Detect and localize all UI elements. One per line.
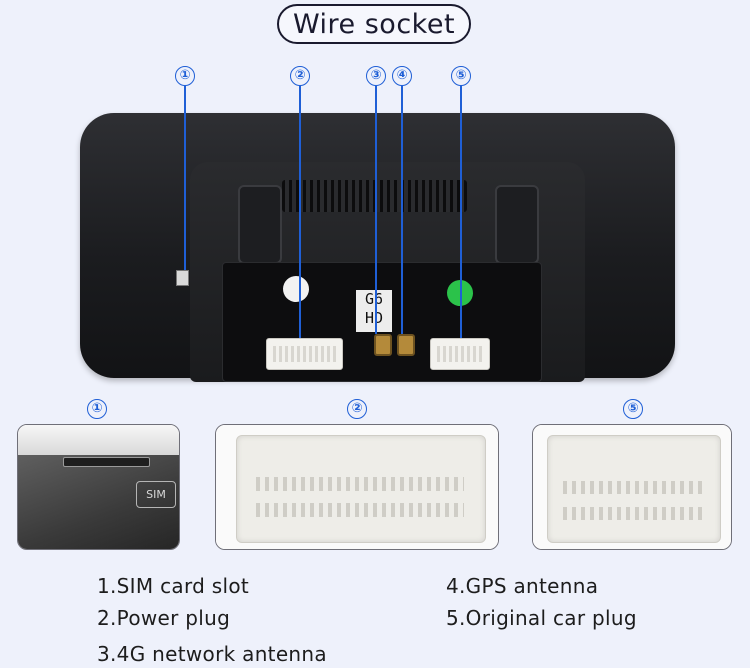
- power-plug-closeup: [215, 424, 499, 550]
- power-plug-pins-row-1: [256, 477, 464, 491]
- 4g-antenna-connector: [374, 334, 392, 356]
- closeup-housing: [18, 455, 179, 549]
- original-car-plug-socket: [430, 338, 490, 370]
- power-plug-socket: [266, 338, 343, 370]
- model-badge: G6 HD: [356, 290, 392, 332]
- legend-item-1: 1.SIM card slot: [97, 574, 250, 598]
- page-title: Wire socket: [277, 4, 471, 44]
- detail-callout-1: ①: [87, 399, 107, 419]
- sim-card-slot: [176, 270, 189, 286]
- callout-5: ⑤: [451, 66, 471, 86]
- detail-callout-2: ②: [347, 399, 367, 419]
- model-badge-line2: HD: [364, 309, 384, 327]
- callout-1: ①: [175, 66, 195, 86]
- legend-item-2: 2.Power plug: [97, 606, 231, 630]
- leader-line-3: [375, 86, 377, 334]
- leader-line-5: [460, 86, 462, 338]
- power-plug-pins-row-2: [256, 503, 464, 517]
- callout-4: ④: [392, 66, 412, 86]
- leader-line-4: [401, 86, 403, 334]
- callout-2: ②: [290, 66, 310, 86]
- legend-item-5: 5.Original car plug: [446, 606, 637, 630]
- gps-antenna-connector: [397, 334, 415, 356]
- mount-bracket-left: [238, 185, 282, 264]
- sim-slot-closeup: SIM: [17, 424, 180, 550]
- original-car-plug-closeup: [532, 424, 732, 550]
- leader-line-1: [184, 86, 186, 270]
- vent-grille: [282, 180, 467, 212]
- closeup-slot-opening: [63, 457, 150, 467]
- car-plug-pins-row-2: [563, 507, 703, 520]
- legend-item-4: 4.GPS antenna: [446, 574, 599, 598]
- closeup-bezel-top: [18, 425, 179, 455]
- model-badge-line1: G6: [364, 290, 384, 308]
- legend-item-3: 3.4G network antenna: [97, 642, 327, 666]
- mount-bracket-right: [495, 185, 539, 264]
- sim-label: SIM: [136, 481, 176, 508]
- leader-line-2: [299, 86, 301, 338]
- callout-3: ③: [366, 66, 386, 86]
- detail-callout-5: ⑤: [623, 399, 643, 419]
- car-plug-pins-row-1: [563, 481, 703, 494]
